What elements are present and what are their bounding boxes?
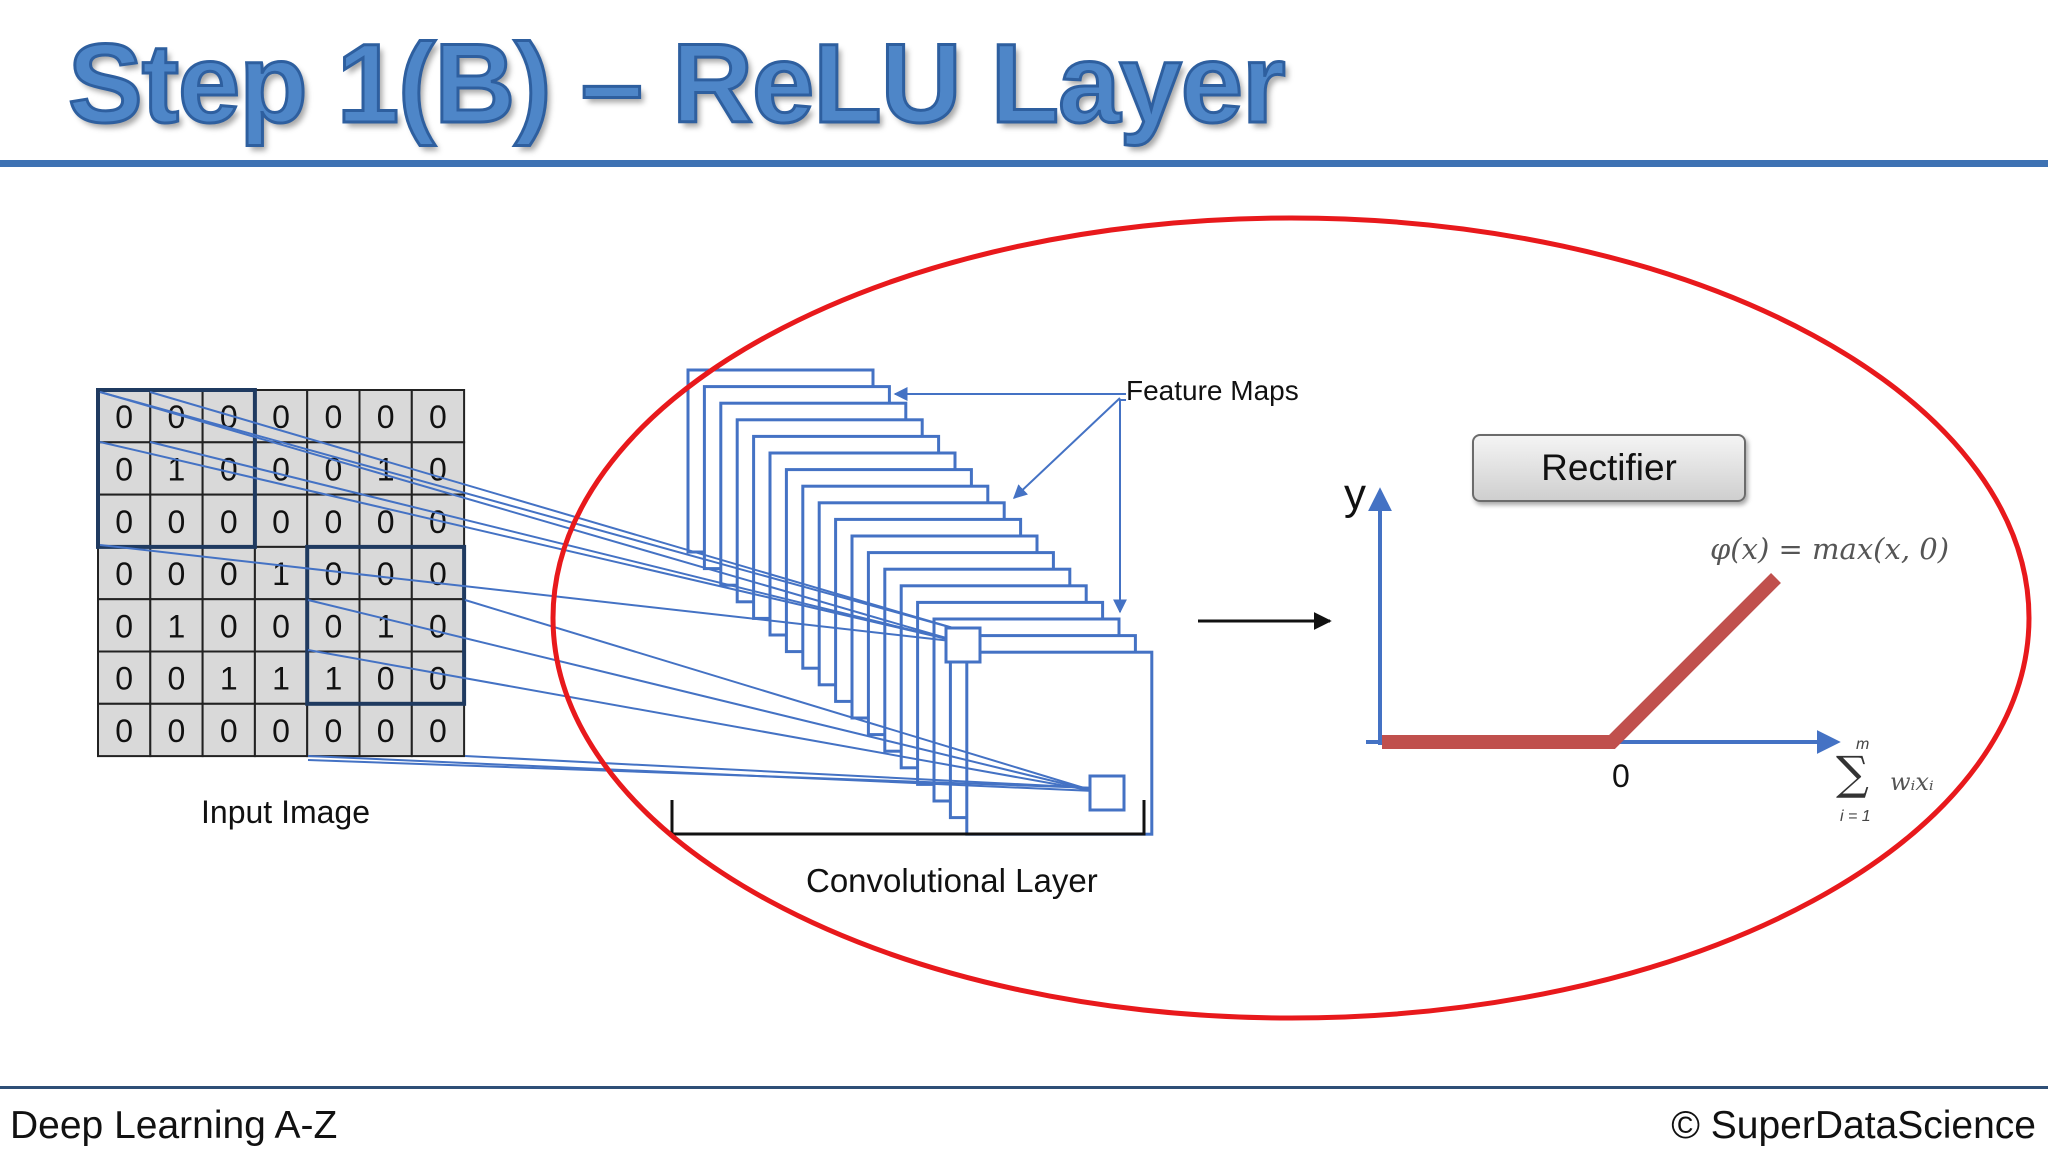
footer-course-name: Deep Learning A-Z [10,1104,338,1147]
grid-cell-value: 0 [220,504,238,540]
grid-cell-value: 0 [115,451,133,487]
sum-lower-limit: i = 1 [1840,808,1871,825]
slide-title: Step 1(B) – ReLU Layer [67,21,1288,146]
rectifier-button-label: Rectifier [1541,447,1677,488]
grid-cell-value: 0 [115,608,133,644]
grid-cell [410,650,466,705]
grid-cell-value: 0 [168,504,186,540]
grid-cell-value: 0 [115,504,133,540]
grid-cell-value: 1 [377,608,395,644]
grid-cell-value: 0 [220,713,238,749]
title-divider [0,160,2048,167]
grid-cell [358,441,413,496]
grid-cell-value: 0 [324,713,342,749]
grid-cell [201,441,256,496]
grid-cell-value: 1 [272,661,290,697]
grid-cell-value: 0 [429,399,447,435]
grid-cell-value: 0 [220,556,238,592]
grid-cell-value: 0 [168,661,186,697]
grid-cell-value: 1 [272,556,290,592]
grid-cell-value: 1 [168,608,186,644]
feature-map-stack [686,368,1154,836]
footer-copyright: © SuperDataScience [1671,1104,2036,1147]
receptive-square-bottom [1088,774,1126,812]
grid-cell-value: 0 [115,399,133,435]
origin-label: 0 [1612,758,1630,794]
grid-cell-value: 0 [168,556,186,592]
grid-cell-value: 0 [115,556,133,592]
grid-cell-value: 0 [429,556,447,592]
grid-cell [410,702,466,758]
grid-cell [410,598,466,653]
grid-cell [306,493,361,548]
grid-cell [149,702,204,758]
grid-cell-value: 0 [377,661,395,697]
grid-cell-value: 0 [377,504,395,540]
sum-symbol: ∑ [1836,746,1869,800]
grid-cell [306,389,361,444]
grid-cell-value: 0 [220,451,238,487]
grid-cell-value: 0 [272,399,290,435]
footer-divider [0,1086,2048,1089]
grid-cell-value: 0 [324,556,342,592]
grid-cell-value: 0 [168,399,186,435]
projection-lines [99,391,1095,792]
grid-cell [201,702,256,758]
grid-cell-value: 0 [377,399,395,435]
sum-upper-limit: m [1856,736,1870,753]
grid-cell [358,389,413,444]
grid-cell-value: 0 [377,556,395,592]
filter-window [305,544,467,706]
grid-cell-value: 0 [115,661,133,697]
grid-cell [253,441,309,496]
grid-cell [253,650,309,705]
feature-maps-label: Feature Maps [1126,375,1299,406]
grid-cell-value: 0 [429,661,447,697]
grid-cell [358,493,413,548]
grid-cell-value: 0 [272,451,290,487]
y-axis-label: y [1344,470,1366,519]
grid-cell-value: 0 [324,504,342,540]
grid-cell [149,598,204,653]
grid-cell-value: 1 [220,661,238,697]
grid-cell [201,650,256,705]
grid-cell-value: 0 [272,713,290,749]
relu-axes [1366,487,1841,754]
grid-cell-value: 0 [324,608,342,644]
grid-cell [97,545,152,601]
grid-cell-value: 0 [115,713,133,749]
conv-layer-label: Convolutional Layer [806,862,1098,899]
conv-layer-bracket [670,800,1146,836]
input-image-label: Input Image [201,794,370,830]
highlight-ellipse [550,215,2032,1021]
grid-cell-value: 0 [429,608,447,644]
grid-cell-value: 0 [272,504,290,540]
grid-cell-value: 0 [168,713,186,749]
grid-cell [306,702,361,758]
grid-cell [253,598,309,653]
sum-term: wᵢxᵢ [1890,768,1934,796]
receptive-square-top [944,626,982,664]
relu-formula: φ(x) = max(x, 0) [1710,532,1950,566]
grid-cell-value: 0 [272,608,290,644]
feature-maps-callout-arrows [893,387,1127,614]
rectifier-button: Rectifier [1472,434,1746,502]
grid-cell-value: 1 [168,451,186,487]
grid-cell-value: 0 [429,713,447,749]
grid-cell-value: 0 [429,451,447,487]
grid-cell-value: 0 [324,399,342,435]
grid-cell-value: 0 [377,713,395,749]
grid-cell [97,702,152,758]
grid-cell [410,389,466,444]
grid-cell-value: 1 [324,661,342,697]
relu-function-line [1382,573,1781,749]
grid-cell-value: 0 [220,608,238,644]
